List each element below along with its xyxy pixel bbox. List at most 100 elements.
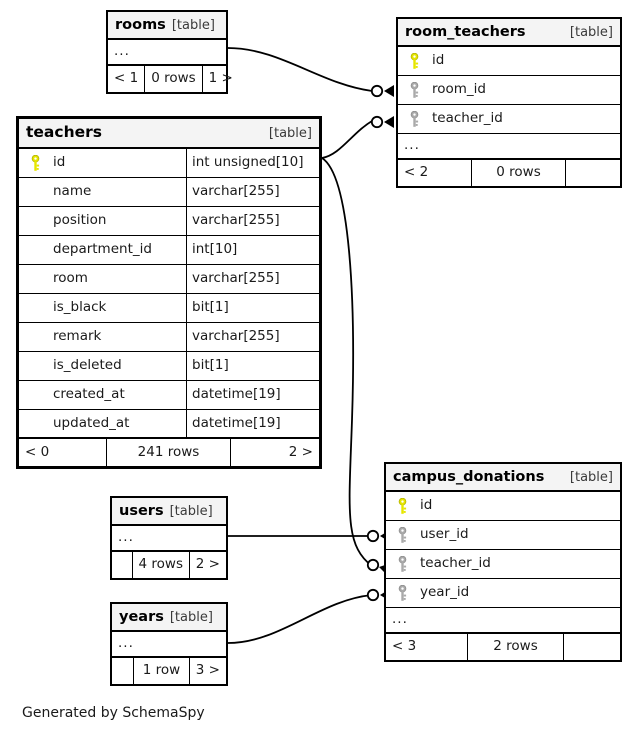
table-rooms-ellipsis: ... — [108, 40, 226, 66]
column-type: varchar[255] — [186, 323, 319, 351]
table-rooms-rowcount: 0 rows — [145, 66, 203, 92]
column-cell: name — [19, 178, 186, 206]
table-campus_donations-prev-button[interactable]: < 3 — [386, 634, 468, 660]
column-type: int unsigned[10] — [186, 149, 319, 177]
column-name: id — [53, 154, 66, 171]
table-row[interactable]: name varchar[255] — [19, 178, 319, 207]
relationship-rooms-room_teachers — [227, 47, 373, 92]
column-name: user_id — [420, 526, 469, 543]
table-years-footer: 1 row 3 > — [112, 658, 226, 684]
column-name: id — [432, 52, 445, 69]
table-teachers-rowcount: 241 rows — [107, 439, 231, 466]
table-room_teachers-title: room_teachers — [405, 23, 526, 40]
table-campus_donations-kind: [table] — [569, 469, 613, 485]
column-cell: teacher_id — [386, 550, 620, 578]
table-row[interactable]: id — [398, 47, 620, 76]
table-row[interactable]: department_id int[10] — [19, 236, 319, 265]
foreign-key-icon — [392, 526, 416, 544]
table-room_teachers-header: room_teachers [table] — [398, 19, 620, 47]
table-row[interactable]: teacher_id — [398, 105, 620, 134]
table-campus_donations-next-button[interactable] — [564, 634, 620, 660]
table-rooms-prev-button[interactable]: < 1 — [108, 66, 146, 92]
table-years-next-button[interactable]: 3 > — [195, 662, 220, 679]
table-teachers[interactable]: teachers [table] id int unsigned[10] — [16, 116, 322, 469]
column-name: name — [53, 183, 92, 200]
table-users-header: users [table] — [112, 498, 226, 526]
column-name: id — [420, 497, 433, 514]
table-teachers-footer: < 0 241 rows 2 > — [19, 439, 319, 466]
table-row[interactable]: user_id — [386, 521, 620, 550]
column-cell: updated_at — [19, 410, 186, 437]
table-room_teachers-ellipsis: ... — [398, 134, 620, 160]
table-teachers-title: teachers — [26, 123, 102, 142]
table-row[interactable]: created_at datetime[19] — [19, 381, 319, 410]
column-name: updated_at — [53, 414, 130, 431]
table-campus_donations-title: campus_donations — [393, 468, 545, 485]
table-campus_donations[interactable]: campus_donations [table] id — [384, 462, 622, 662]
column-cell: created_at — [19, 381, 186, 409]
table-rooms-kind: [table] — [171, 17, 215, 33]
primary-key-icon — [404, 52, 428, 70]
foreign-key-icon — [392, 555, 416, 573]
table-campus_donations-footer: < 3 2 rows — [386, 634, 620, 660]
column-type: bit[1] — [186, 294, 319, 322]
table-users-rowcount: 4 rows — [133, 552, 190, 578]
column-type: bit[1] — [186, 352, 319, 380]
table-teachers-kind: [table] — [268, 125, 312, 141]
table-users-title: users — [119, 502, 164, 519]
table-room_teachers-prev-button[interactable]: < 2 — [398, 160, 472, 186]
column-cell: id — [386, 492, 620, 520]
table-teachers-next-button[interactable]: 2 > — [288, 443, 313, 460]
table-rooms[interactable]: rooms [table] ... < 1 0 rows 1 > — [106, 10, 233, 94]
column-cell: room — [19, 265, 186, 293]
table-users[interactable]: users [table] ... 4 rows 2 > — [110, 496, 228, 580]
table-row[interactable]: is_black bit[1] — [19, 294, 319, 323]
column-type: varchar[255] — [186, 207, 319, 235]
table-users-prev-button[interactable] — [112, 552, 133, 578]
table-years-prev-button[interactable] — [112, 658, 134, 684]
column-name: is_deleted — [53, 357, 122, 374]
foreign-key-icon — [392, 584, 416, 602]
primary-key-icon — [25, 154, 49, 172]
column-cell: remark — [19, 323, 186, 351]
column-cell: user_id — [386, 521, 620, 549]
column-name: position — [53, 212, 107, 229]
table-rooms-next-button[interactable]: 1 > — [208, 70, 233, 87]
table-years-ellipsis: ... — [112, 632, 226, 658]
table-row[interactable]: id — [386, 492, 620, 521]
column-name: teacher_id — [432, 110, 503, 127]
column-name: room — [53, 270, 88, 287]
table-row[interactable]: id int unsigned[10] — [19, 149, 319, 178]
table-row[interactable]: room_id — [398, 76, 620, 105]
column-name: remark — [53, 328, 102, 345]
table-teachers-prev-button[interactable]: < 0 — [19, 439, 107, 466]
foreign-key-icon — [404, 81, 428, 99]
table-years[interactable]: years [table] ... 1 row 3 > — [110, 602, 228, 686]
table-users-footer: 4 rows 2 > — [112, 552, 226, 578]
foreign-key-icon — [404, 110, 428, 128]
table-row[interactable]: position varchar[255] — [19, 207, 319, 236]
table-row[interactable]: remark varchar[255] — [19, 323, 319, 352]
table-room_teachers-next-button[interactable] — [566, 160, 620, 186]
column-cell: id — [19, 149, 186, 177]
table-row[interactable]: room varchar[255] — [19, 265, 319, 294]
column-name: is_black — [53, 299, 107, 316]
table-users-next-button[interactable]: 2 > — [195, 556, 220, 573]
column-cell: department_id — [19, 236, 186, 264]
table-users-ellipsis: ... — [112, 526, 226, 552]
column-type: varchar[255] — [186, 178, 319, 206]
table-row[interactable]: is_deleted bit[1] — [19, 352, 319, 381]
table-campus_donations-header: campus_donations [table] — [386, 464, 620, 492]
table-row[interactable]: year_id — [386, 579, 620, 608]
column-name: room_id — [432, 81, 486, 98]
relationship-years-campus_donations — [227, 594, 373, 644]
column-cell: year_id — [386, 579, 620, 607]
column-type: int[10] — [186, 236, 319, 264]
table-row[interactable]: updated_at datetime[19] — [19, 410, 319, 439]
column-cell: room_id — [398, 76, 620, 104]
table-row[interactable]: teacher_id — [386, 550, 620, 579]
column-type: datetime[19] — [186, 410, 319, 437]
table-room_teachers[interactable]: room_teachers [table] id — [396, 17, 622, 188]
table-rooms-header: rooms [table] — [108, 12, 226, 40]
